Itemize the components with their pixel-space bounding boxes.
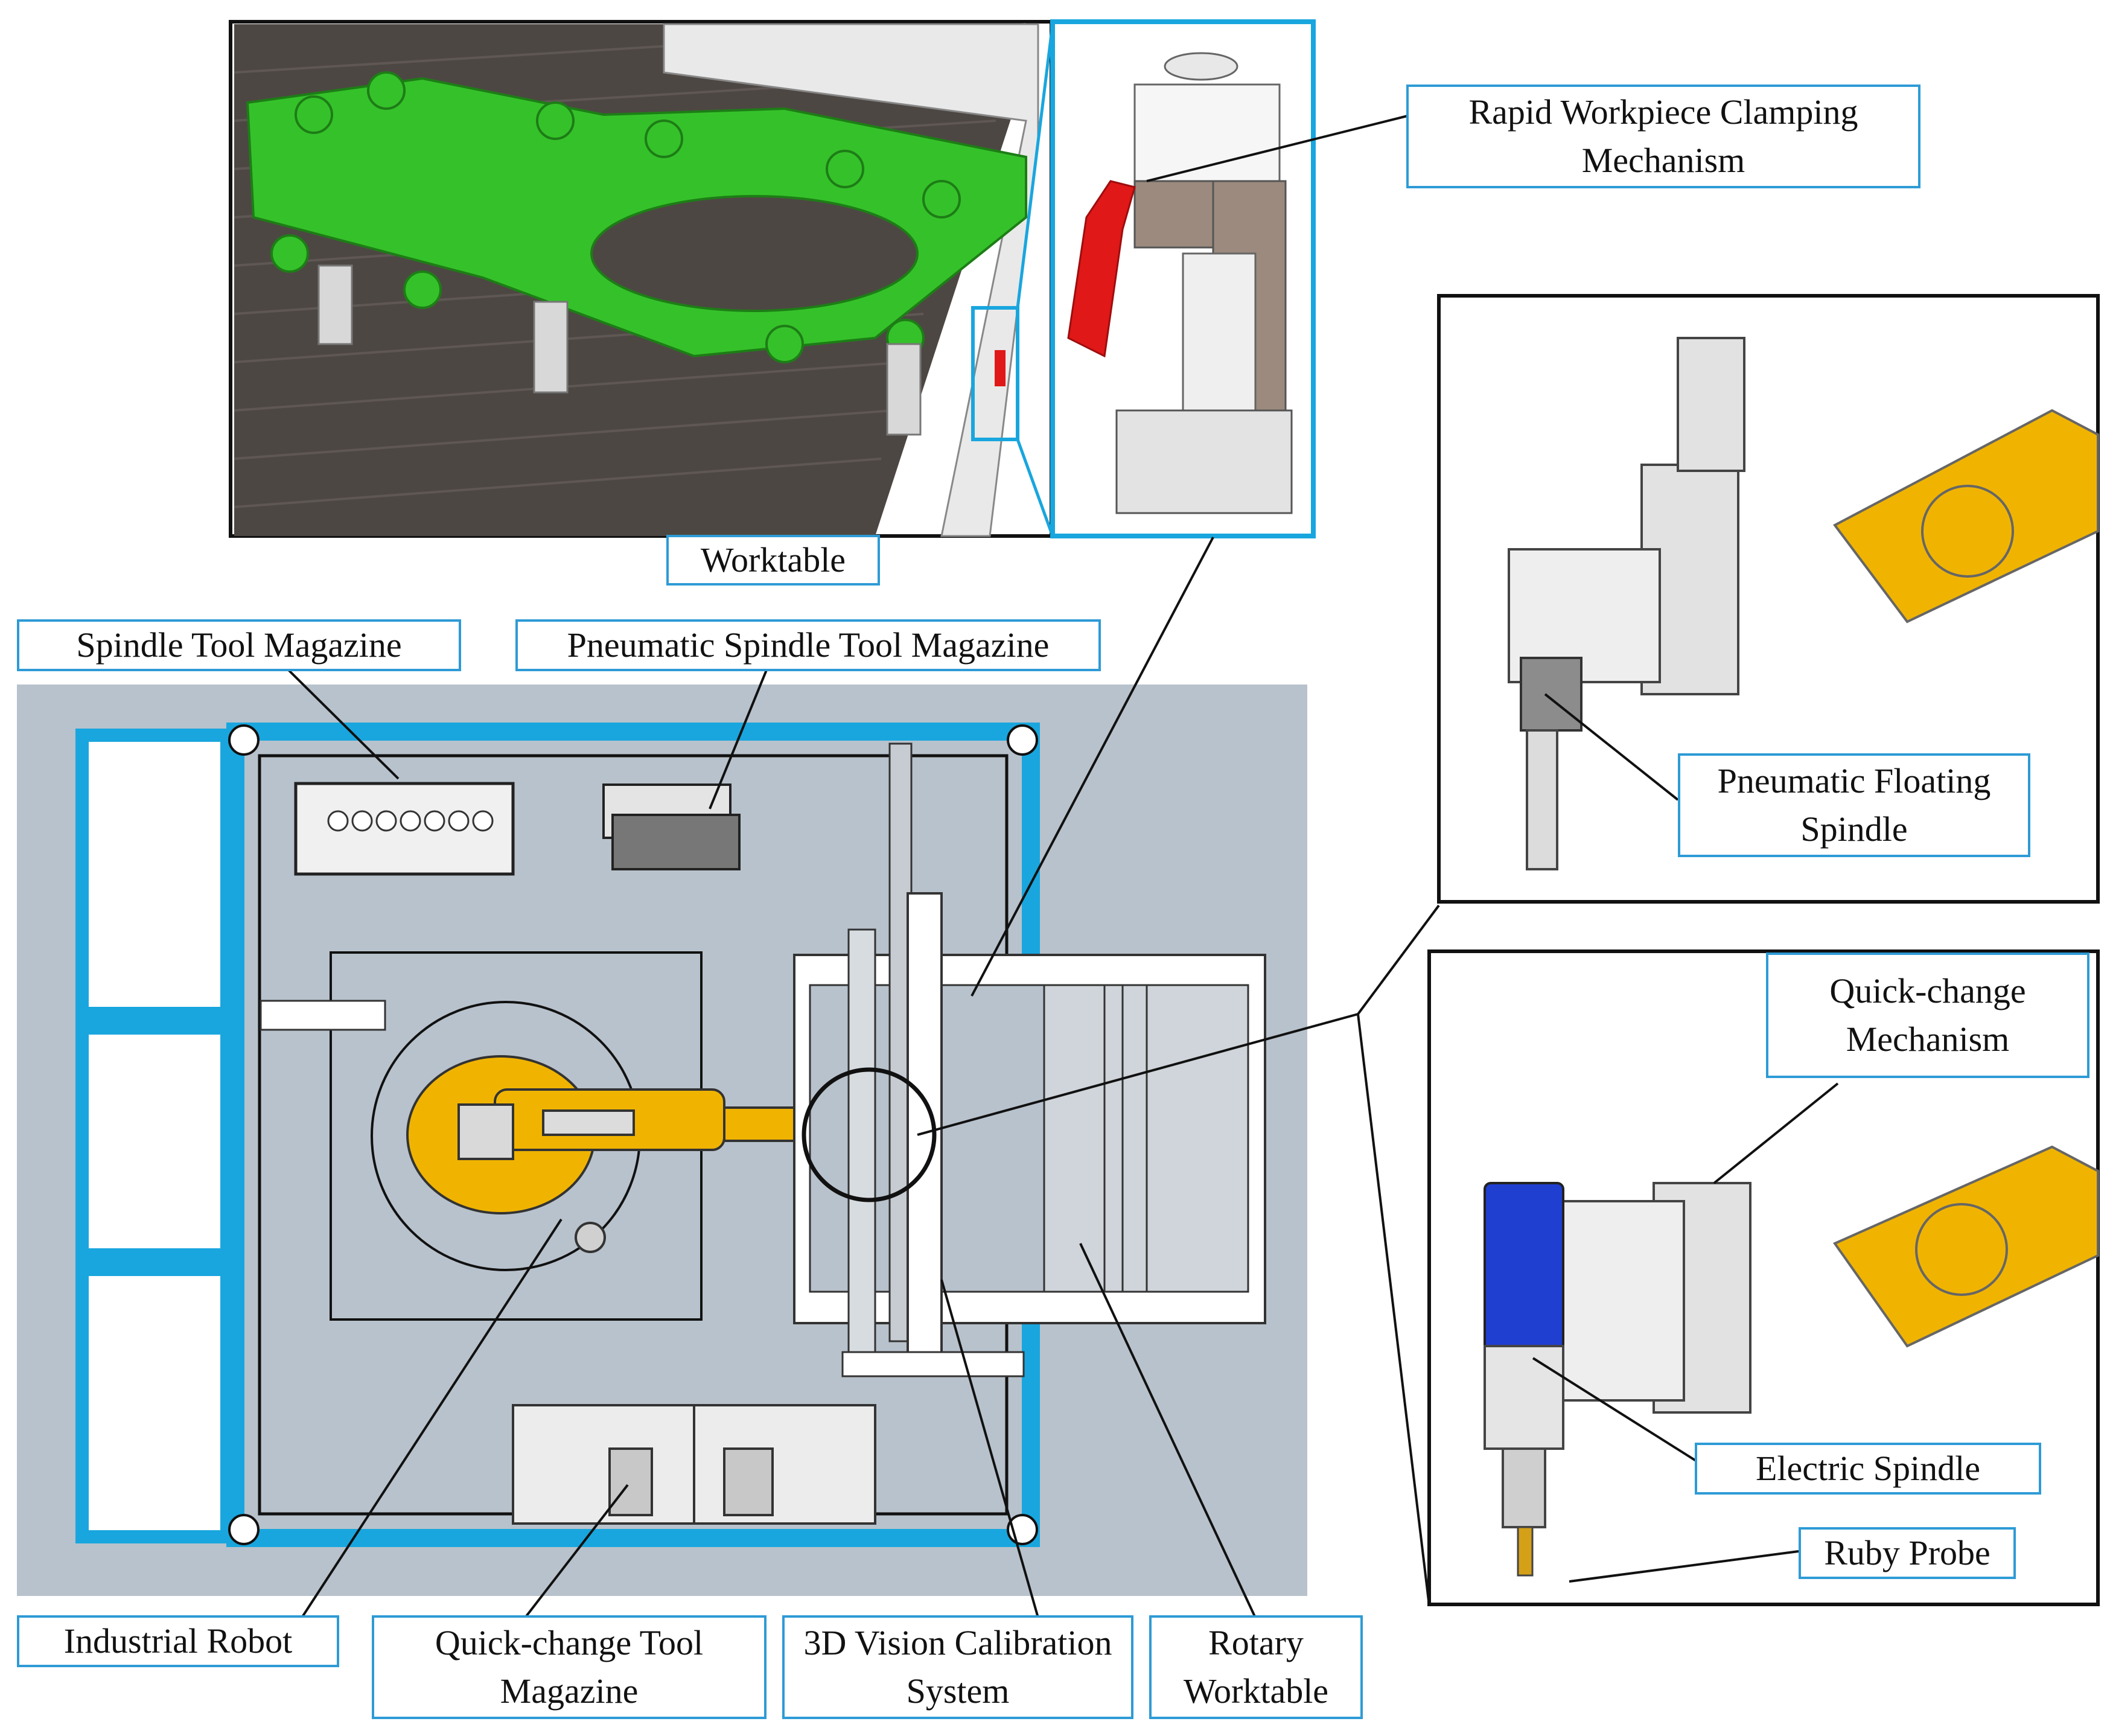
spindle-tool-magazine-label-text: Spindle Tool Magazine — [76, 625, 402, 665]
quick-change-tool-magazine — [512, 1404, 876, 1525]
green-workpiece — [246, 71, 1027, 363]
spindle-tool-magazine-label: Spindle Tool Magazine — [17, 619, 461, 671]
rotary-worktable-label: Rotary Worktable — [1149, 1615, 1363, 1719]
pneumatic-spindle-tool-magazine-label-text: Pneumatic Spindle Tool Magazine — [567, 625, 1050, 665]
worktable-label: Worktable — [666, 535, 880, 586]
leader-lines — [287, 113, 1839, 1619]
ruby-probe-label-text: Ruby Probe — [1824, 1533, 1990, 1572]
industrial-robot — [406, 1055, 798, 1253]
quick-change-tool-magazine-label: Quick-change Tool Magazine — [372, 1615, 767, 1719]
quick-change-mechanism-label-text: Quick-change Mechanism — [1829, 971, 2026, 1059]
industrial-robot-label: Industrial Robot — [17, 1615, 339, 1667]
rapid-clamp-label: Rapid Workpiece Clamping Mechanism — [1406, 85, 1920, 188]
electric-spindle-panel — [1427, 949, 2100, 1606]
pneumatic-floating-spindle-label: Pneumatic Floating Spindle — [1678, 753, 2030, 857]
rotary-worktable — [1043, 984, 1249, 1293]
pneumatic-spindle-tool-magazine-label: Pneumatic Spindle Tool Magazine — [515, 619, 1101, 671]
quick-change-mechanism-label: Quick-change Mechanism — [1766, 953, 2089, 1078]
industrial-robot-label-text: Industrial Robot — [63, 1621, 293, 1661]
pneumatic-floating-spindle-label-text: Pneumatic Floating Spindle — [1717, 761, 1991, 849]
clamp-zoom-inset — [1050, 19, 1316, 538]
pneumatic-spindle-tool-magazine — [611, 814, 741, 870]
electric-spindle-label: Electric Spindle — [1695, 1443, 2041, 1495]
rotary-worktable-label-text: Rotary Worktable — [1183, 1623, 1329, 1711]
worktable-label-text: Worktable — [700, 540, 846, 579]
ruby-probe-label: Ruby Probe — [1799, 1527, 2016, 1579]
cell-floor-plan — [17, 685, 1307, 1596]
vision-calibration-rail — [841, 892, 1025, 1377]
vision-calibration-label-text: 3D Vision Calibration System — [803, 1623, 1112, 1711]
rapid-clamp-label-text: Rapid Workpiece Clamping Mechanism — [1468, 92, 1858, 180]
vision-calibration-label: 3D Vision Calibration System — [782, 1615, 1133, 1719]
worktable-3d-view — [229, 20, 1054, 538]
electric-spindle-label-text: Electric Spindle — [1755, 1449, 1981, 1488]
quick-change-tool-magazine-label-text: Quick-change Tool Magazine — [435, 1623, 704, 1711]
